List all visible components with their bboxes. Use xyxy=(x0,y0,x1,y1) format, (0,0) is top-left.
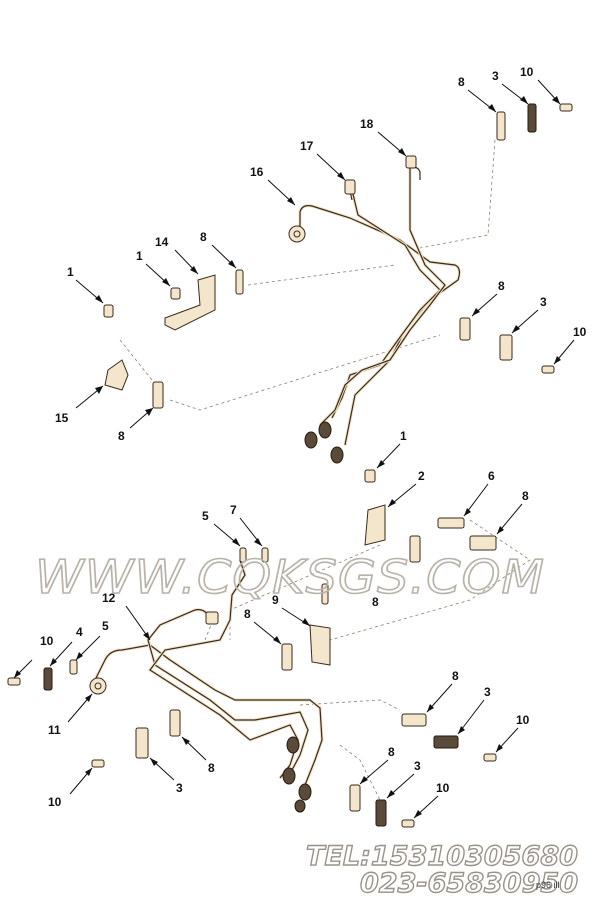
callout-label: 11 xyxy=(48,723,61,737)
callout-label: 8 xyxy=(388,745,395,759)
callout-label: 10 xyxy=(48,795,62,809)
watermark-tel: TEL:15310305680 xyxy=(306,841,578,872)
callout-label: 8 xyxy=(244,607,251,621)
callout-label: 1 xyxy=(400,429,407,443)
callout-label: 8 xyxy=(200,230,207,244)
callout-label: 8 xyxy=(458,75,465,89)
callout-label: 10 xyxy=(40,634,54,648)
hardware-parts xyxy=(7,103,573,828)
watermark-site: WWW.CQKSGS.COM xyxy=(35,550,545,604)
watermark-phone: 023-65830950 xyxy=(360,868,578,899)
callout-label: 9 xyxy=(272,593,279,607)
assembly-reference-lines xyxy=(119,139,531,801)
callout-label: 10 xyxy=(573,325,587,339)
callout-label: 14 xyxy=(155,235,169,249)
callout-label: 10 xyxy=(520,65,534,79)
callout-label: 4 xyxy=(76,625,83,639)
callout-label: 8 xyxy=(498,279,505,293)
callout-label: 8 xyxy=(118,429,125,443)
callout-label: 17 xyxy=(300,139,314,153)
callout-label: 3 xyxy=(540,295,547,309)
callout-label: 18 xyxy=(360,117,374,131)
callout-label: 8 xyxy=(208,761,215,775)
callout-label: 7 xyxy=(230,503,237,517)
callout-label: 3 xyxy=(414,759,421,773)
callout-labels: 8 3 10 18 17 16 14 8 1 1 8 3 10 15 8 1 2… xyxy=(40,65,587,809)
callout-label: 1 xyxy=(67,265,74,279)
callout-label: 5 xyxy=(102,619,109,633)
callout-label: 3 xyxy=(176,781,183,795)
callout-label: 3 xyxy=(484,685,491,699)
callout-label: 15 xyxy=(55,411,69,425)
upper-fuel-pipe-assembly xyxy=(288,155,462,464)
callout-label: 6 xyxy=(488,469,495,483)
callout-label: 16 xyxy=(250,165,264,179)
callout-label: 8 xyxy=(522,489,529,503)
callout-label: 8 xyxy=(372,595,379,609)
callout-label: 3 xyxy=(492,69,499,83)
callout-label: 8 xyxy=(452,669,459,683)
callout-label: 2 xyxy=(418,469,425,483)
callout-label: 10 xyxy=(516,713,530,727)
callout-label: 1 xyxy=(136,249,143,263)
drawing-code: p96 ill xyxy=(536,880,560,890)
callout-label: 12 xyxy=(102,591,116,605)
callout-label: 10 xyxy=(436,781,450,795)
lower-fuel-pipe-assembly xyxy=(89,559,324,813)
leader-lines xyxy=(13,79,575,819)
callout-label: 5 xyxy=(202,509,209,523)
